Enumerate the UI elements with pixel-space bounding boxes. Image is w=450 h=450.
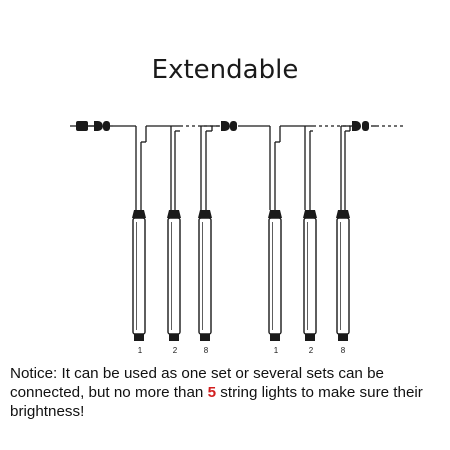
tube-label: 1 [274,346,279,355]
led-tube-icon [268,210,282,341]
notice-before: Notice: It can be used as one set or sev… [10,365,384,401]
led-tube-icon [336,210,350,341]
notice-highlight: 5 [207,384,217,401]
notice-after: string lights to make sure their brightn… [10,384,423,420]
tube-label: 2 [309,346,314,355]
tube-label: 1 [138,346,143,355]
led-tube-icon [132,210,146,341]
notice-text: Notice: It can be used as one set or sev… [10,364,442,421]
tube-label: 2 [173,346,178,355]
diagram-title: Extendable [151,55,299,85]
led-tube-icon [198,210,212,341]
led-tube-icon [167,210,181,341]
string-group-1 [135,125,220,210]
tube-label: 8 [341,346,346,355]
led-tube-icon [303,210,317,341]
tube-label: 8 [204,346,209,355]
connector-plug-icon [221,121,237,131]
string-group-2 [269,125,352,210]
power-plug-icon [76,121,113,131]
connector-plug-icon [352,121,369,131]
tube-labels: 1 2 8 1 2 8 [138,346,346,355]
